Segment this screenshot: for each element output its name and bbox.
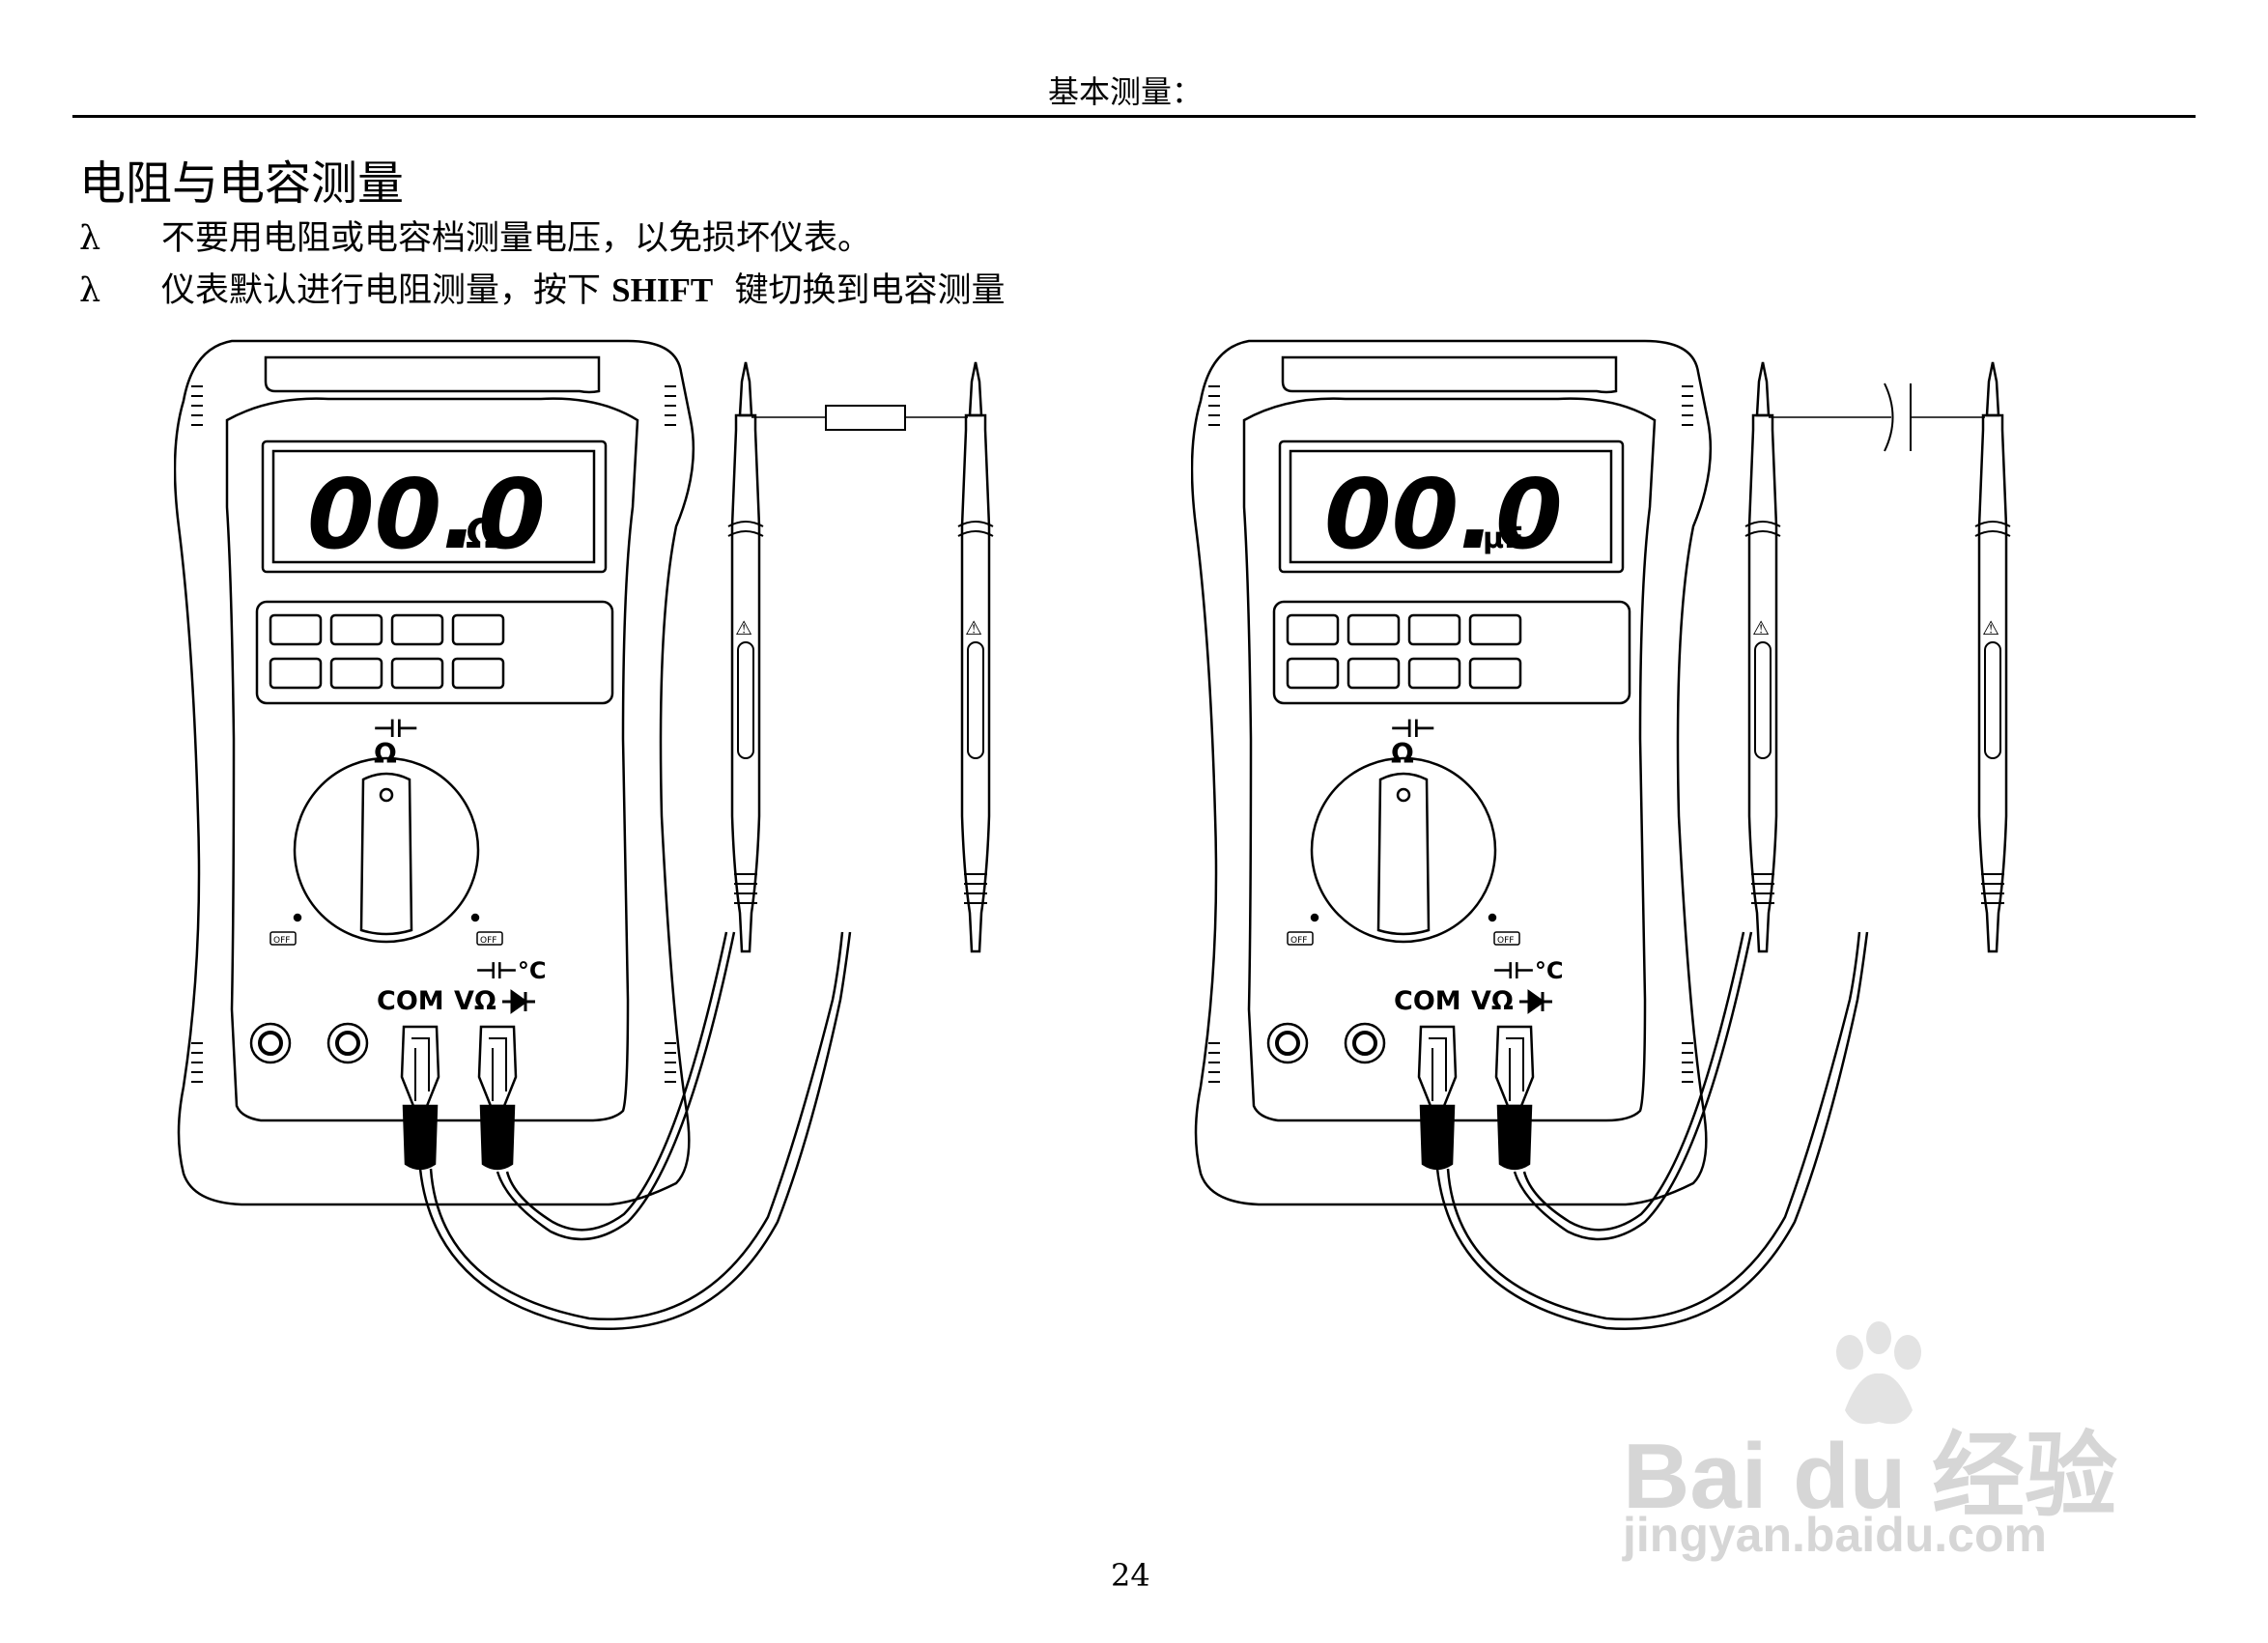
capacitor-component [1769,382,1985,452]
cap-temp-label: ⊣⊢°C [475,957,547,984]
running-header: 基本测量： [1048,73,1204,110]
lcd-reading: 00.0 [1324,458,1563,571]
multimeter-body [174,339,695,1206]
test-probe-left [727,361,764,953]
lcd-unit: Ω [466,510,500,557]
bullet-item-1: λ 不要用电阻或电容档测量电压，以免损坏仪表。 [79,211,871,260]
bullet-text: 不要用电阻或电容档测量电压，以免损坏仪表。 [161,219,872,258]
diode-icon [1519,989,1552,1014]
watermark-url: jingyan.baidu.com [1623,1508,2047,1562]
baidu-watermark: Bai du 经验 jingyan.baidu.com [1623,1314,2164,1565]
probe-warning-icon-left: ⚠ [1752,616,1770,639]
probe-plug-com [1417,1025,1458,1171]
probe-warning-icon-left: ⚠ [735,616,752,639]
figure-capacitance: 00.0 μF ⊣⊢ Ω OFF OFF COM ⊣⊢°C VΩ ⚠ ⚠ [1191,339,2011,1330]
dial-ohm-symbol: Ω [374,738,397,770]
bullet-text-end: 键切换到电容测量 [713,271,1006,310]
cap-temp-label: ⊣⊢°C [1492,957,1564,984]
probe-plug-com [400,1025,440,1171]
figure-resistance: 00.0 Ω ⊣⊢ Ω OFF OFF COM ⊣⊢°C VΩ ⚠ ⚠ [174,339,994,1330]
com-jack-label: COM [1394,986,1461,1016]
bullet-item-2: λ 仪表默认进行电阻测量，按下 SHIFT 键切换到电容测量 [79,263,1005,312]
test-lead-cables [418,931,852,1330]
v-ohm-jack-label: VΩ [454,986,496,1016]
test-lead-cables [1435,931,1869,1330]
page-number: 24 [1111,1557,1150,1594]
dial-capacitance-symbol: ⊣⊢ [1390,715,1436,744]
diode-icon [502,989,535,1014]
probe-plug-v [1494,1025,1535,1171]
shift-key-label: SHIFT [611,271,714,309]
off-label-left: OFF [1290,936,1307,946]
test-probe-right [1974,361,2011,953]
off-label-left: OFF [273,936,290,946]
section-title: 电阻与电容测量 [79,156,405,211]
lcd-reading: 00.0 [307,458,546,571]
bullet-mark: λ [79,271,101,310]
off-label-right: OFF [1497,936,1514,946]
header-rule [72,115,2196,118]
dial-capacitance-symbol: ⊣⊢ [373,715,419,744]
bullet-mark: λ [79,219,101,258]
test-probe-left [1744,361,1781,953]
probe-warning-icon-right: ⚠ [1982,616,1999,639]
v-ohm-jack-label: VΩ [1471,986,1514,1016]
com-jack-label: COM [377,986,444,1016]
paw-logo-icon [1836,1321,1921,1425]
multimeter-body [1191,339,1713,1206]
lcd-unit: μF [1483,522,1524,555]
dial-ohm-symbol: Ω [1391,738,1414,770]
test-probe-right [957,361,994,953]
probe-warning-icon-right: ⚠ [965,616,982,639]
off-label-right: OFF [480,936,496,946]
resistor-component [751,405,968,431]
bullet-text: 仪表默认进行电阻测量，按下 [161,271,612,310]
watermark-brand: Bai du 经验 [1623,1425,2118,1528]
probe-plug-v [477,1025,518,1171]
